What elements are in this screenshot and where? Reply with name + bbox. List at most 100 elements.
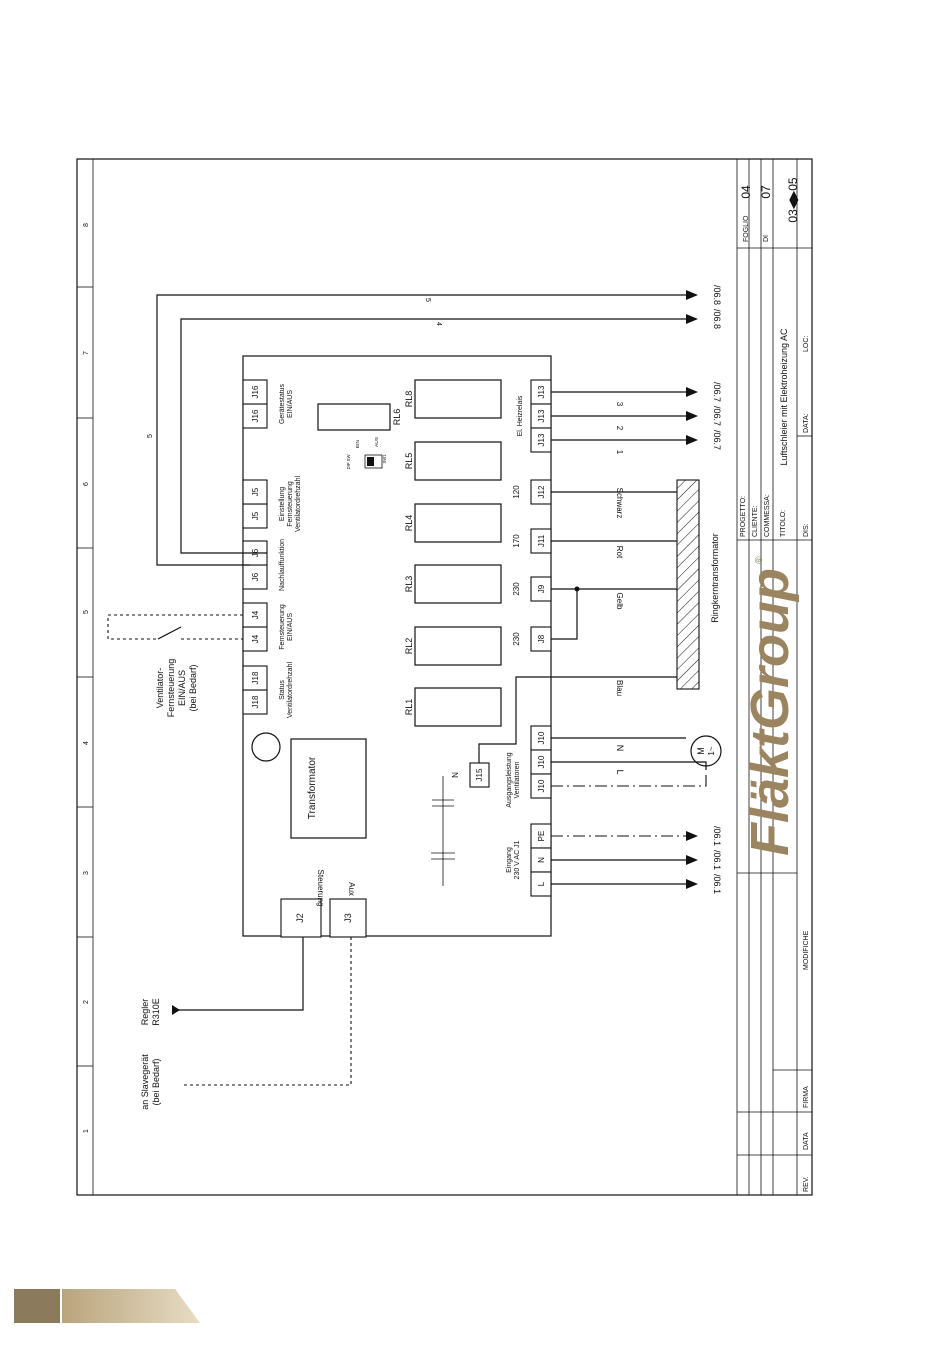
buzzer-circle xyxy=(251,732,281,762)
relay-label: RL1 xyxy=(404,699,414,716)
wire-j2-regler xyxy=(172,937,304,1011)
connector-label: J13 xyxy=(537,433,546,446)
motor-l-wire xyxy=(551,761,707,770)
revision-header: DATA xyxy=(803,1132,810,1150)
ventilator-label: (bei Bedarf) xyxy=(188,664,198,711)
connector-label: J6 xyxy=(251,572,260,581)
transformer-block xyxy=(290,738,367,839)
revision-header: FIRMA xyxy=(803,1086,810,1108)
wire-j6-4 xyxy=(180,318,686,554)
column-number: 5 xyxy=(83,610,90,614)
di-number: 07 xyxy=(759,185,773,199)
relay-blocks xyxy=(317,379,502,727)
connector-j3 xyxy=(329,898,367,938)
regler-label: Regler xyxy=(140,999,150,1026)
titleblock-field: LOC: xyxy=(803,336,810,352)
einstellung-label: Einstellung xyxy=(279,487,286,521)
ref-label: /06.8 xyxy=(712,309,722,329)
connector-label: J8 xyxy=(537,634,546,643)
column-number: 4 xyxy=(83,741,90,745)
ausgang-label: Ausgangsleistung xyxy=(506,752,513,807)
ringkern-label: Ringkerntransformator xyxy=(710,533,720,623)
ref-label: /06.8 xyxy=(712,285,722,305)
eingang-label: Eingang xyxy=(506,847,513,873)
ventilator-label: Ventilator- xyxy=(155,668,165,709)
connector-label: J15 xyxy=(475,768,484,781)
regler-label: R310E xyxy=(151,998,161,1026)
column-ticks xyxy=(77,286,93,1067)
footer-block-light xyxy=(62,1289,200,1323)
connector-label: J13 xyxy=(537,385,546,398)
motor-symbol xyxy=(690,735,722,767)
heizrelais-label: El. Heizrelais xyxy=(517,395,524,436)
connector-label: J9 xyxy=(537,584,546,593)
relay-label: RL5 xyxy=(404,453,414,470)
tap-label: 230 xyxy=(512,632,521,646)
column-number: 6 xyxy=(83,482,90,486)
connector-label: J10 xyxy=(537,731,546,744)
connector-label: J11 xyxy=(537,534,546,547)
transformer-label: Transformator xyxy=(307,756,318,819)
connector-label: J10 xyxy=(537,779,546,792)
wire-number: 4 xyxy=(435,322,442,326)
titleblock-field: DIS: xyxy=(803,523,810,537)
dip-ein-label: EIN xyxy=(355,439,361,448)
column-number: 1 xyxy=(83,1129,90,1133)
wire-number: 1 xyxy=(615,450,624,455)
connector-label: L xyxy=(537,881,546,886)
connector-label: J12 xyxy=(537,485,546,498)
fernsteuerung-label: Fernsteuerung xyxy=(279,604,286,650)
fernsteuerung-loop xyxy=(107,614,243,640)
connector-label: J16 xyxy=(251,385,260,398)
relay-label: RL6 xyxy=(392,409,402,426)
ref-label: /06.1 xyxy=(712,850,722,870)
connector-label: J4 xyxy=(251,610,260,619)
ventilator-label: EIN/AUS xyxy=(177,670,187,706)
ausgang-label: Ventilatoren xyxy=(514,761,521,798)
regler-arrow xyxy=(172,1005,180,1015)
wire-color-label: Blau xyxy=(615,680,624,696)
connector-label: J2 xyxy=(295,913,305,923)
connector-label: J5 xyxy=(251,511,260,520)
einstellung-label: Fernsteuerung xyxy=(287,481,294,527)
registered-mark: ® xyxy=(754,556,765,564)
tap-wires xyxy=(551,491,677,678)
relay-label: RL3 xyxy=(404,576,414,593)
ref-label: /06.7 xyxy=(712,382,722,402)
column-number: 8 xyxy=(83,223,90,227)
fernsteuerung-label: EIN/AUS xyxy=(287,613,294,641)
connector-j2 xyxy=(280,898,322,938)
ref-label: /06.7 xyxy=(712,430,722,450)
ventilator-label: Fernsteuerung xyxy=(166,659,176,718)
connector-label: J16 xyxy=(251,409,260,422)
dip-label: DIP SW xyxy=(346,455,351,470)
wire-j6-5 xyxy=(156,294,686,566)
connector-label: J4 xyxy=(251,634,260,643)
dip-aus-label: AUS xyxy=(374,436,380,447)
cap-n-label: N xyxy=(451,772,460,778)
ref-label: /06.1 xyxy=(712,874,722,894)
column-number: 2 xyxy=(83,1000,90,1004)
tap-label: 120 xyxy=(512,485,521,499)
column-number: 7 xyxy=(83,351,90,355)
dip-switch xyxy=(364,454,383,469)
wire-color-label: Gelb xyxy=(615,593,624,610)
tap-label: 230 xyxy=(512,582,521,596)
column-numbers: 8 7 6 5 4 3 2 1 xyxy=(83,223,90,1133)
dip-sw-label: SW1 xyxy=(382,454,387,464)
motor-label: 1~ xyxy=(707,746,716,755)
drawing-title: Luftschleier mit Elektroheizung AC xyxy=(779,328,789,466)
wire-number: 5 xyxy=(147,434,154,438)
sheet-navigation: 03◀▶05 xyxy=(786,177,800,222)
di-label: DI xyxy=(763,235,770,242)
connector-label: J18 xyxy=(251,671,260,684)
wire-number: 3 xyxy=(615,402,624,407)
status-label: Status xyxy=(279,680,286,700)
tap-label: 170 xyxy=(512,534,521,548)
foglio-number: 04 xyxy=(739,185,753,199)
titleblock-field: DATA: xyxy=(803,413,810,433)
ref-label: /06.7 xyxy=(712,406,722,426)
connector-label: PE xyxy=(537,831,546,842)
